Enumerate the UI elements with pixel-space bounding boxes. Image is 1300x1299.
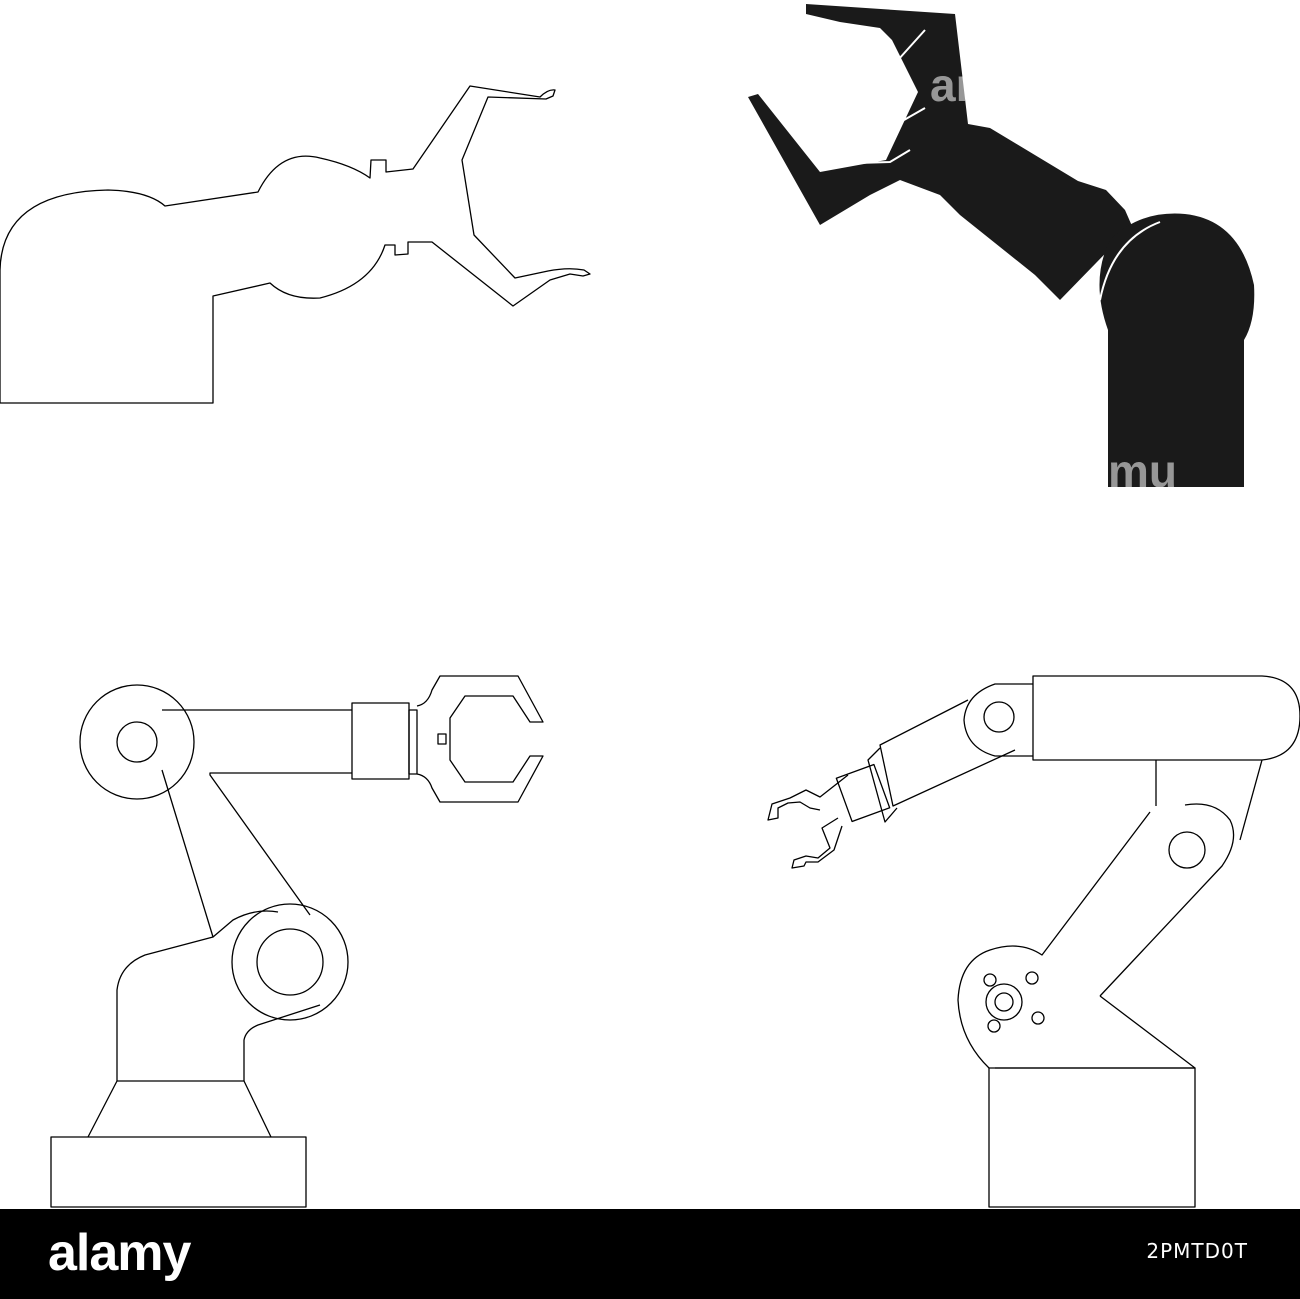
robot-arm-silhouette [748,4,1255,487]
industrial-robot-arm-outline-right [767,675,1300,1208]
industrial-robot-arm-outline-left [50,675,544,1208]
image-code: 2PMTD0T [1146,1239,1248,1263]
watermark-bottom: mu [1108,445,1177,497]
illustration-canvas [0,4,1300,1208]
footer-bar: alamy 2PMTD0T [0,1209,1300,1299]
brand-logo[interactable]: alamy [48,1224,191,1282]
robot-gripper-outline [0,85,591,404]
watermark-top-right: am [930,59,997,111]
